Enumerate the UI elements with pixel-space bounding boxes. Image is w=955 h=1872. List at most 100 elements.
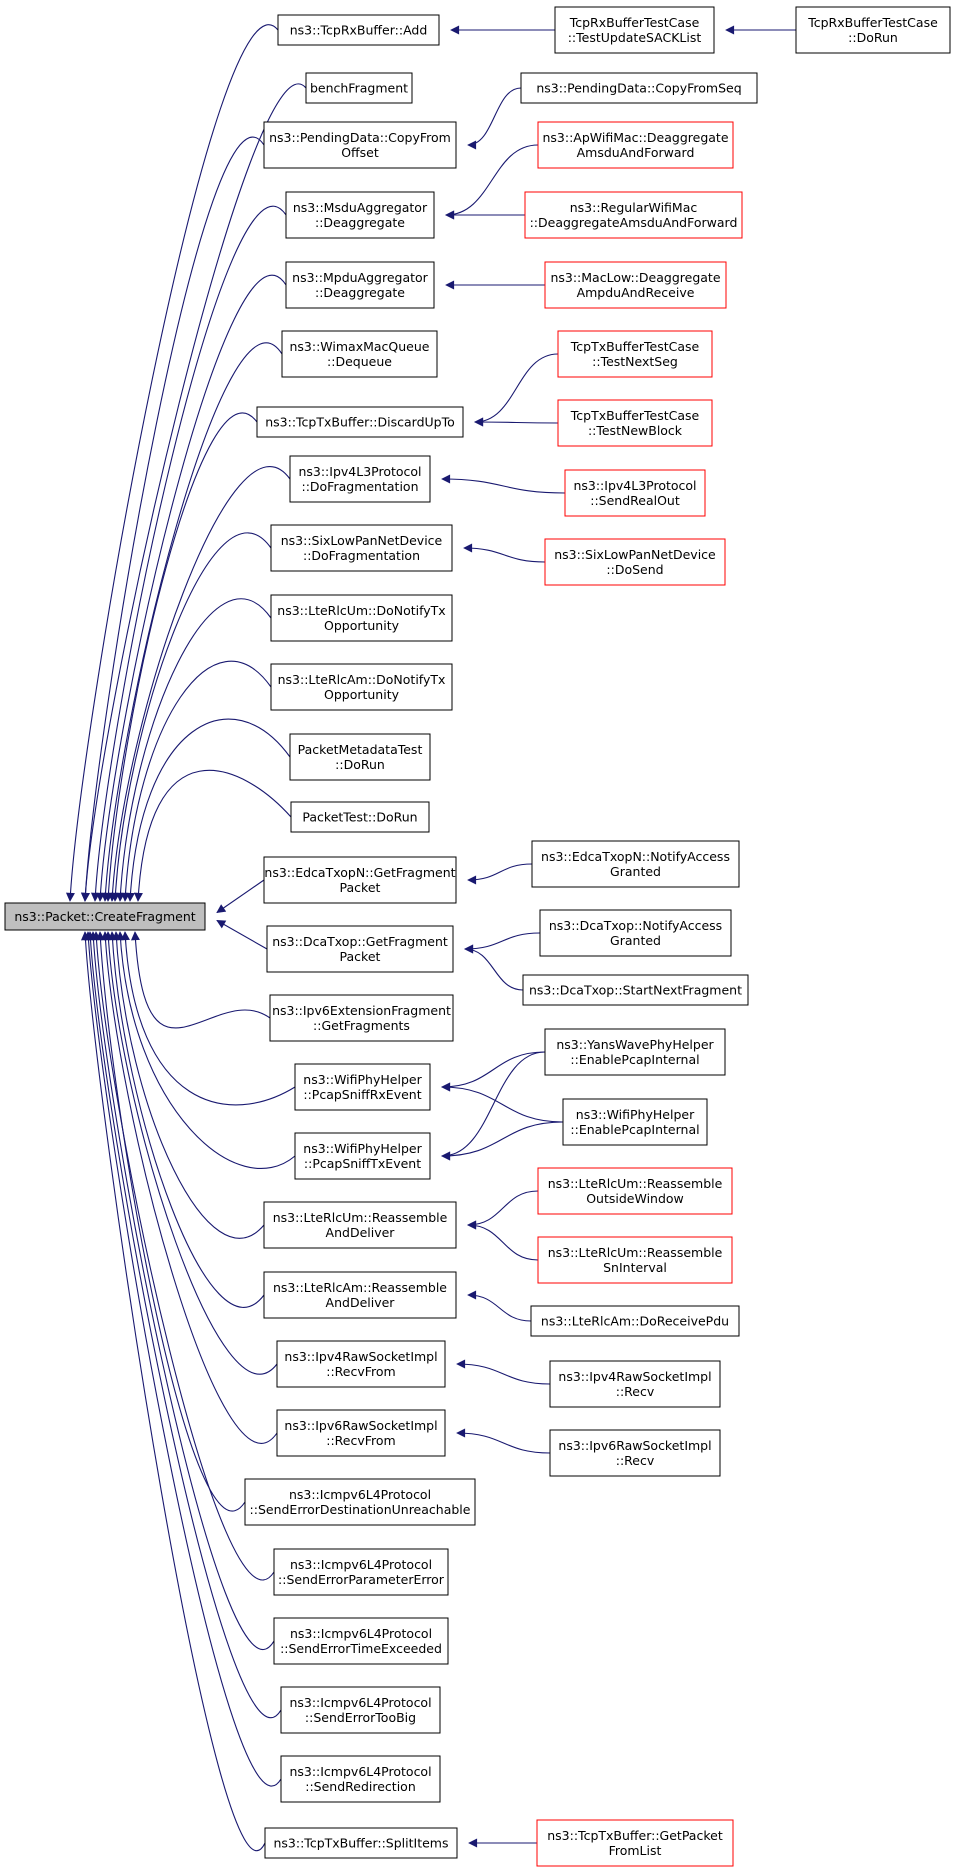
node-rxadd[interactable]: ns3::TcpRxBuffer::Add: [277, 14, 440, 46]
node-label-line: Opportunity: [324, 687, 400, 702]
node-label-line: ::DoSend: [606, 562, 663, 577]
node-rxdorun[interactable]: TcpRxBufferTestCase::DoRun: [795, 6, 951, 54]
node-label-line: ns3::Icmpv6L4Protocol: [289, 1764, 431, 1779]
node-txsplit[interactable]: ns3::TcpTxBuffer::SplitItems: [264, 1827, 458, 1859]
node-sniffrx[interactable]: ns3::WifiPhyHelper::PcapSniffRxEvent: [294, 1063, 431, 1111]
edge-to-wimax: [100, 342, 283, 902]
node-sendreal[interactable]: ns3::Ipv4L3Protocol::SendRealOut: [564, 469, 706, 517]
node-label-line: ::TestNextSeg: [592, 354, 678, 369]
node-icmp_redir[interactable]: ns3::Icmpv6L4Protocol::SendRedirection: [280, 1755, 441, 1803]
node-label-line: ns3::LteRlcUm::Reassemble: [548, 1245, 723, 1260]
node-label-line: ns3::TcpTxBuffer::SplitItems: [274, 1836, 449, 1851]
node-newblock[interactable]: TcpTxBufferTestCase::TestNewBlock: [557, 399, 713, 447]
node-label-line: TcpRxBufferTestCase: [807, 15, 938, 30]
node-wifipcap[interactable]: ns3::WifiPhyHelper::EnablePcapInternal: [562, 1098, 708, 1146]
node-label-line: AmpduAndReceive: [577, 285, 695, 300]
edge-rlcum_reasm-to-reasm_sn: [467, 1220, 539, 1261]
node-label-line: ::DoRun: [335, 757, 385, 772]
node-label-line: ns3::LteRlcAm::Reassemble: [273, 1280, 447, 1295]
node-label-line: ns3::PendingData::CopyFrom: [269, 130, 451, 145]
node-box: [554, 6, 715, 54]
node-txdisc[interactable]: ns3::TcpTxBuffer::DiscardUpTo: [256, 406, 464, 438]
node-icmp_big[interactable]: ns3::Icmpv6L4Protocol::SendErrorTooBig: [280, 1686, 441, 1734]
node-pmtest[interactable]: PacketMetadataTest::DoRun: [289, 733, 431, 781]
edge-dcafrag-to-dcanotify: [464, 932, 541, 954]
node-box: [264, 1827, 458, 1859]
node-label-line: ns3::WifiPhyHelper: [303, 1072, 422, 1087]
edge-to-edcafrag: [216, 879, 265, 914]
edge-to-icmp_redir: [83, 931, 282, 1787]
node-icmp_param[interactable]: ns3::Icmpv6L4Protocol::SendErrorParamete…: [273, 1548, 449, 1596]
node-box: [564, 469, 706, 517]
node-label-line: ::RecvFrom: [326, 1433, 395, 1448]
node-wimax[interactable]: ns3::WimaxMacQueue::Dequeue: [281, 330, 438, 378]
edge-to-rlcum_reasm: [111, 931, 265, 1239]
node-label-line: ::Deaggregate: [315, 285, 405, 300]
node-box: [294, 1132, 431, 1180]
node-nextseg[interactable]: TcpTxBufferTestCase::TestNextSeg: [557, 330, 713, 378]
node-msdu[interactable]: ns3::MsduAggregator::Deaggregate: [285, 191, 435, 239]
edge-sniffrx-to-yans: [441, 1051, 546, 1092]
node-ipv4recv[interactable]: ns3::Ipv4RawSocketImpl::Recv: [549, 1360, 721, 1408]
node-pdcfs[interactable]: ns3::PendingData::CopyFromSeq: [520, 72, 758, 104]
edge-to-ipv4frag: [107, 466, 291, 902]
node-label-line: ns3::DcaTxop::NotifyAccess: [549, 918, 722, 933]
node-box: [549, 1429, 721, 1477]
node-ptest[interactable]: PacketTest::DoRun: [290, 801, 430, 833]
node-icmp_dest[interactable]: ns3::Icmpv6L4Protocol::SendErrorDestinat…: [244, 1478, 476, 1526]
node-box: [280, 1755, 441, 1803]
node-ipv4frag[interactable]: ns3::Ipv4L3Protocol::DoFragmentation: [289, 455, 431, 503]
node-bench[interactable]: benchFragment: [305, 72, 413, 104]
node-rlcam_recv[interactable]: ns3::LteRlcAm::DoReceivePdu: [530, 1305, 740, 1337]
node-apwifi[interactable]: ns3::ApWifiMac::DeaggregateAmsduAndForwa…: [537, 121, 734, 169]
node-yans[interactable]: ns3::YansWavePhyHelper::EnablePcapIntern…: [544, 1028, 726, 1076]
node-snifftx[interactable]: ns3::WifiPhyHelper::PcapSniffTxEvent: [294, 1132, 431, 1180]
edge-to-icmp_param: [91, 931, 275, 1581]
edge-to-msdu: [90, 205, 287, 902]
node-label-line: FromList: [609, 1843, 662, 1858]
node-ipv6ext[interactable]: ns3::Ipv6ExtensionFragment::GetFragments: [269, 994, 454, 1042]
node-mpdu[interactable]: ns3::MpduAggregator::Deaggregate: [285, 261, 435, 309]
node-label-line: ns3::Icmpv6L4Protocol: [290, 1557, 432, 1572]
node-label-line: ns3::Ipv6RawSocketImpl: [558, 1438, 711, 1453]
node-dcanext[interactable]: ns3::DcaTxop::StartNextFragment: [522, 974, 749, 1006]
node-label-line: ns3::TcpTxBuffer::GetPacket: [547, 1828, 723, 1843]
node-box: [4, 902, 206, 931]
node-ipv6recv[interactable]: ns3::Ipv6RawSocketImpl::Recv: [549, 1429, 721, 1477]
node-box: [537, 121, 734, 169]
edge-txdisc-to-nextseg: [474, 353, 559, 427]
edge-to-icmp_big: [85, 931, 282, 1719]
node-label-line: ::PcapSniffTxEvent: [304, 1156, 421, 1171]
node-sixfrag[interactable]: ns3::SixLowPanNetDevice::DoFragmentation: [270, 524, 453, 572]
node-label-line: TcpTxBufferTestCase: [570, 339, 700, 354]
node-label-line: ns3::YansWavePhyHelper: [556, 1037, 714, 1052]
edge-snifftx-to-wifipcap: [441, 1121, 564, 1161]
node-box: [289, 733, 431, 781]
node-label-line: ns3::LteRlcUm::Reassemble: [273, 1210, 448, 1225]
node-rxsack[interactable]: TcpRxBufferTestCase::TestUpdateSACKList: [554, 6, 715, 54]
node-ipv6raw[interactable]: ns3::Ipv6RawSocketImpl::RecvFrom: [276, 1409, 446, 1457]
node-box: [524, 191, 743, 239]
node-sixsend[interactable]: ns3::SixLowPanNetDevice::DoSend: [544, 538, 726, 586]
node-regwifi[interactable]: ns3::RegularWifiMac::DeaggregateAmsduAnd…: [524, 191, 743, 239]
node-label-line: ns3::Ipv4L3Protocol: [573, 478, 696, 493]
edge-to-txdisc: [103, 412, 258, 902]
node-ipv4raw[interactable]: ns3::Ipv4RawSocketImpl::RecvFrom: [276, 1340, 446, 1388]
edge-rlcum_reasm-to-reasm_out: [467, 1190, 539, 1230]
node-box: [539, 909, 732, 957]
node-icmp_time[interactable]: ns3::Icmpv6L4Protocol::SendErrorTimeExce…: [273, 1617, 449, 1665]
